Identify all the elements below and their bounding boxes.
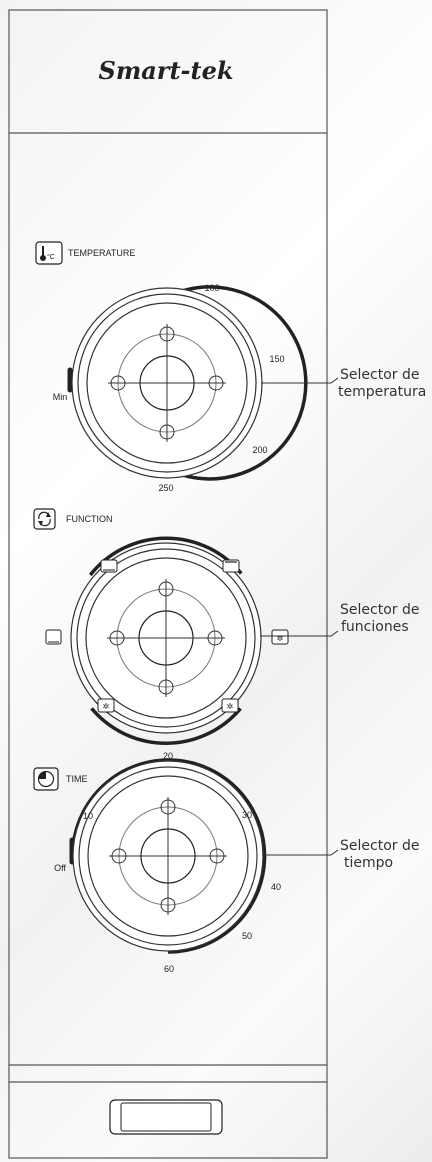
mode-top-element-alt-icon xyxy=(222,559,240,573)
temperature-icon-unit: °C xyxy=(47,253,55,261)
time-callout-line xyxy=(262,849,339,856)
time-tick-30: 30 xyxy=(242,810,252,820)
time-callout-line1: Selector de xyxy=(340,838,419,854)
brand-logo: Smart-tek xyxy=(99,56,234,85)
function-rotate-icon xyxy=(33,508,56,530)
function-callout-line1: Selector de xyxy=(340,602,419,618)
temperature-title: TEMPERATURE xyxy=(68,248,135,258)
function-arc-bottom xyxy=(90,707,242,745)
mode-fan-bottom-right-icon: ✲ xyxy=(221,698,239,713)
function-section: FUNCTION xyxy=(33,508,419,745)
function-callout-line xyxy=(260,630,339,637)
panel-frame xyxy=(8,9,328,1159)
temperature-section: °C TEMPERATURE 100 150 200 250 Min Se xyxy=(35,241,426,493)
temp-min-label: Min xyxy=(53,392,68,402)
temp-tick-100: 100 xyxy=(204,283,219,293)
function-callout-line2: funciones xyxy=(341,619,409,635)
temp-tick-200: 200 xyxy=(252,445,267,455)
time-tick-50: 50 xyxy=(242,931,252,941)
time-knob[interactable] xyxy=(69,758,267,954)
temp-tick-150: 150 xyxy=(269,354,284,364)
time-title: TIME xyxy=(66,774,88,784)
time-tick-20: 20 xyxy=(163,751,173,761)
mode-fan-bottom-left-icon: ✲ xyxy=(97,698,115,713)
mode-bottom-element-icon xyxy=(45,629,62,645)
svg-text:✲: ✲ xyxy=(227,702,234,711)
timer-icon xyxy=(33,767,59,791)
mode-top-element-icon xyxy=(100,559,118,573)
thermometer-icon xyxy=(35,241,63,265)
time-callout-line2: tiempo xyxy=(344,855,393,871)
function-arc-top xyxy=(88,536,243,577)
svg-text:✲: ✲ xyxy=(277,634,284,643)
mode-fan-right-icon: ✲ xyxy=(271,629,289,645)
time-section: TIME 10 20 30 40 50 60 Off Select xyxy=(33,751,419,974)
time-tick-40: 40 xyxy=(271,882,281,892)
time-tick-60: 60 xyxy=(164,964,174,974)
function-knob[interactable] xyxy=(70,536,262,745)
svg-text:✲: ✲ xyxy=(103,702,110,711)
temp-tick-250: 250 xyxy=(158,483,173,493)
function-title: FUNCTION xyxy=(66,514,113,524)
temperature-knob[interactable] xyxy=(67,285,308,481)
time-off-label: Off xyxy=(54,863,66,873)
temperature-callout-line xyxy=(261,377,339,384)
time-tick-10: 10 xyxy=(83,811,93,821)
door-handle-slot[interactable] xyxy=(109,1099,223,1135)
temperature-callout-line2: temperatura xyxy=(338,384,426,400)
temperature-callout-line1: Selector de xyxy=(340,367,419,383)
